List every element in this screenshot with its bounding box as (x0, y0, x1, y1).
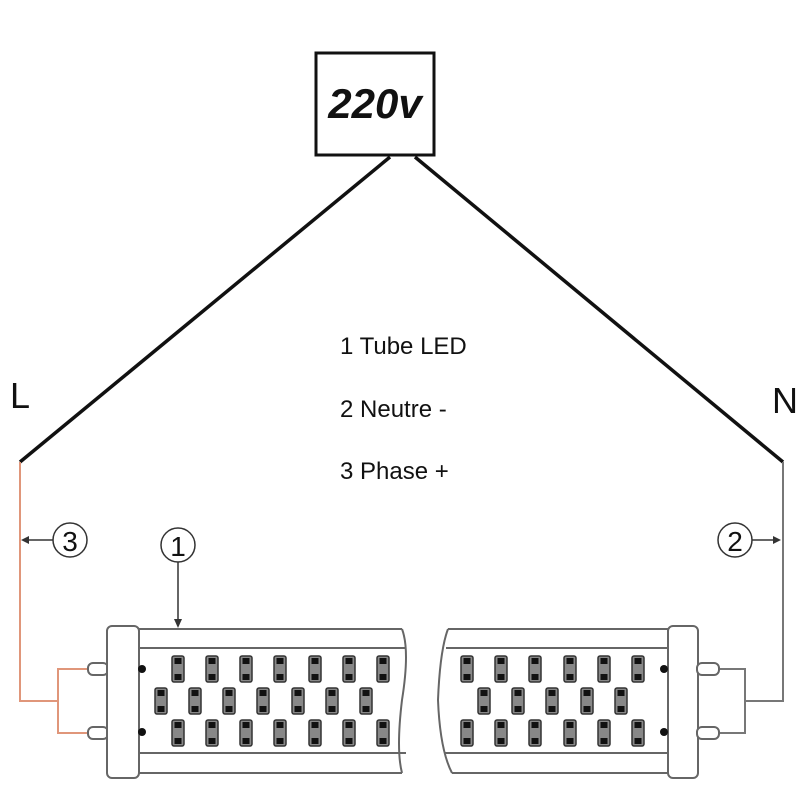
led-chip (342, 655, 356, 683)
led-chip (528, 655, 542, 683)
pin (87, 726, 109, 740)
led-chip (273, 719, 287, 747)
neutral-terminal-label: N (772, 380, 798, 421)
led-chip (494, 655, 508, 683)
pin (696, 662, 720, 676)
pin (696, 726, 720, 740)
led-chip (511, 687, 525, 715)
led-chip (460, 655, 474, 683)
end-cap-left (106, 625, 140, 779)
led-chip (528, 719, 542, 747)
led-chip (222, 687, 236, 715)
led-tube-right-section (436, 625, 720, 779)
phase-wiring (19, 462, 88, 734)
led-chip (325, 687, 339, 715)
pin (87, 662, 109, 676)
voltage-label: 220v (327, 80, 424, 127)
line-wire (18, 155, 392, 464)
led-chip (291, 687, 305, 715)
led-chip (154, 687, 168, 715)
led-chip (631, 719, 645, 747)
callout-neutral: 2 (717, 522, 781, 558)
supply-box: 220v (314, 51, 436, 157)
led-chip (614, 687, 628, 715)
callout-tube: 1 (160, 527, 196, 628)
led-chip (460, 719, 474, 747)
led-chip (239, 719, 253, 747)
led-chip (563, 719, 577, 747)
legend-item-neutral: 2 Neutre - (340, 396, 447, 423)
led-chip (188, 687, 202, 715)
led-chip (239, 655, 253, 683)
legend-item-phase: 3 Phase + (340, 458, 449, 485)
line-terminal-label: L (10, 375, 30, 416)
led-chip (580, 687, 594, 715)
callout-phase: 3 (21, 522, 88, 558)
led-chip (477, 687, 491, 715)
led-chip (597, 655, 611, 683)
led-chip (376, 655, 390, 683)
led-chip (205, 655, 219, 683)
neutral-wire (413, 155, 785, 464)
svg-text:3: 3 (62, 526, 78, 557)
neutral-wiring (718, 462, 784, 734)
led-chip (308, 719, 322, 747)
led-chip (205, 719, 219, 747)
led-chip (494, 719, 508, 747)
led-chip (171, 655, 185, 683)
led-chip (359, 687, 373, 715)
led-chip (631, 655, 645, 683)
svg-text:2: 2 (727, 526, 743, 557)
led-chip (376, 719, 390, 747)
led-chip (171, 719, 185, 747)
led-chip (308, 655, 322, 683)
led-chip (342, 719, 356, 747)
legend-item-tube: 1 Tube LED (340, 333, 467, 360)
legend: 1 Tube LED 2 Neutre - 3 Phase + (340, 333, 467, 485)
svg-text:1: 1 (170, 531, 186, 562)
led-chip (256, 687, 270, 715)
led-chip (597, 719, 611, 747)
led-chip (273, 655, 287, 683)
end-cap-right (667, 625, 699, 779)
led-chip (563, 655, 577, 683)
led-tube-left-section (87, 625, 407, 779)
led-chip (545, 687, 559, 715)
